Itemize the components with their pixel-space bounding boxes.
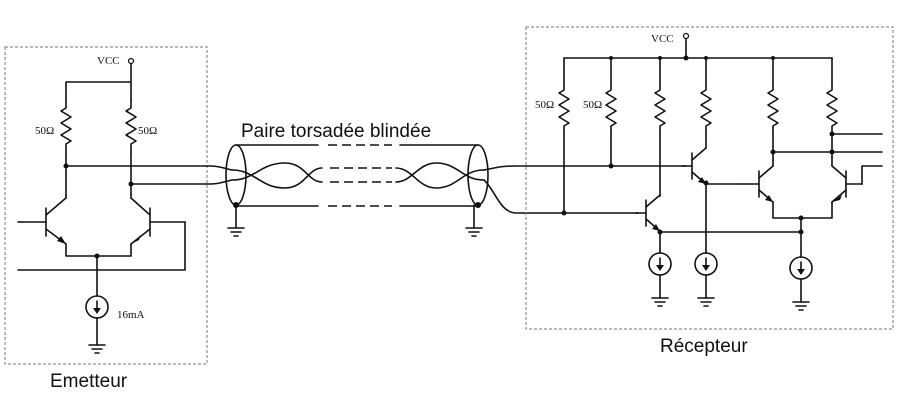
resistor-right-2 bbox=[605, 81, 617, 135]
ground-right-3 bbox=[792, 301, 810, 311]
ground-shield-right bbox=[465, 227, 483, 237]
resistor-left-1 bbox=[60, 99, 72, 153]
shield-end-right bbox=[467, 144, 489, 206]
current-source-label: 16mA bbox=[117, 309, 145, 321]
ground-left bbox=[88, 344, 106, 354]
current-source-right-2 bbox=[694, 252, 718, 276]
transistor-right-4 bbox=[831, 165, 863, 203]
shielded-twisted-pair: Paire torsadée blindée bbox=[225, 121, 639, 237]
resistor-right-3 bbox=[654, 81, 666, 135]
transistor-right-1 bbox=[635, 194, 661, 232]
transistor-left-2 bbox=[130, 197, 186, 245]
current-source-left bbox=[85, 295, 109, 319]
emitter-label: Emetteur bbox=[50, 371, 128, 392]
resistor-right-1 bbox=[558, 81, 570, 135]
resistor-label-right-2: 50Ω bbox=[583, 99, 602, 111]
current-source-right-1 bbox=[648, 252, 672, 276]
ground-shield-left bbox=[227, 227, 245, 237]
transistor-right-2 bbox=[681, 147, 707, 185]
current-source-right-3 bbox=[789, 256, 813, 280]
resistor-label-left-1: 50Ω bbox=[35, 125, 54, 137]
vcc-label-left: VCC bbox=[97, 55, 120, 67]
receiver-block: VCC 50Ω 50Ω bbox=[525, 26, 894, 330]
emitter-frame bbox=[4, 46, 208, 365]
shield-end-left bbox=[225, 144, 247, 206]
resistor-right-6 bbox=[826, 81, 838, 135]
receiver-frame bbox=[525, 26, 894, 330]
vcc-terminal-left bbox=[127, 57, 135, 65]
vcc-terminal-right bbox=[682, 32, 690, 40]
resistor-label-left-2: 50Ω bbox=[138, 125, 157, 137]
receiver-label: Récepteur bbox=[660, 336, 748, 357]
resistor-left-2 bbox=[125, 99, 137, 153]
emitter-block: VCC 50Ω 50Ω bbox=[4, 46, 233, 365]
resistor-right-4 bbox=[700, 81, 712, 135]
ground-right-2 bbox=[697, 297, 715, 307]
transistor-right-3 bbox=[748, 165, 774, 203]
resistor-right-5 bbox=[767, 81, 779, 135]
transistor-left-1 bbox=[21, 197, 67, 245]
resistor-label-right-1: 50Ω bbox=[535, 99, 554, 111]
ground-right-1 bbox=[651, 297, 669, 307]
cable-label: Paire torsadée blindée bbox=[241, 121, 431, 142]
vcc-label-right: VCC bbox=[651, 33, 674, 45]
